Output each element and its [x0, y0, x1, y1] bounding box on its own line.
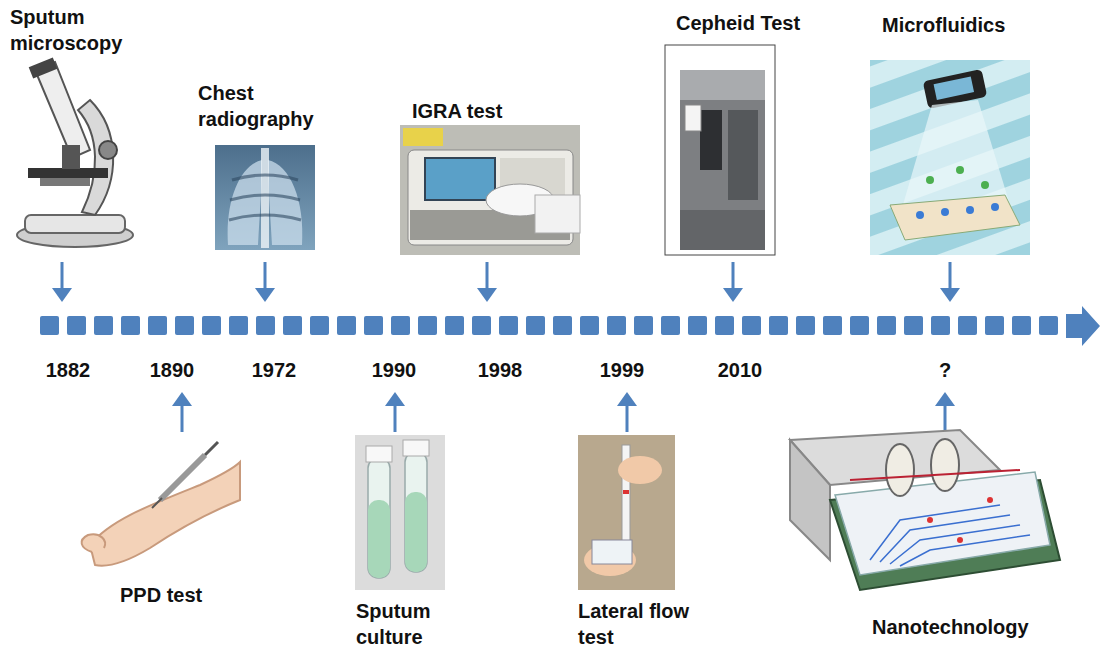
method-label: Cepheid Test — [676, 10, 836, 36]
timeline-square — [742, 316, 761, 335]
timeline-square — [256, 316, 275, 335]
timeline-square — [850, 316, 869, 335]
timeline-square — [418, 316, 437, 335]
year-label: ? — [910, 357, 980, 383]
timeline-square — [364, 316, 383, 335]
method-label: Sputum microscopy — [10, 4, 138, 56]
lateral-flow-picture — [578, 435, 675, 590]
timeline-square — [985, 316, 1004, 335]
timeline-arrowhead — [1066, 306, 1100, 346]
timeline-square — [472, 316, 491, 335]
timeline-square — [607, 316, 626, 335]
timeline-square — [499, 316, 518, 335]
igra-picture — [400, 125, 580, 255]
ppd-picture — [82, 442, 240, 566]
timeline-square — [958, 316, 977, 335]
year-label: 1972 — [239, 357, 309, 383]
timeline-square — [931, 316, 950, 335]
timeline-square — [202, 316, 221, 335]
year-label: 2010 — [705, 357, 775, 383]
timeline-square — [148, 316, 167, 335]
timeline-square — [796, 316, 815, 335]
timeline-square — [1039, 316, 1058, 335]
timeline-square — [283, 316, 302, 335]
nanotech-picture — [790, 430, 1060, 590]
culture-picture — [355, 435, 445, 590]
method-label: Microfluidics — [882, 12, 1042, 38]
timeline-square — [391, 316, 410, 335]
method-label: Lateral flow test — [578, 598, 708, 650]
timeline-square — [877, 316, 896, 335]
timeline-square — [310, 316, 329, 335]
timeline-track — [40, 316, 1058, 335]
timeline-square — [94, 316, 113, 335]
timeline-square — [40, 316, 59, 335]
method-label: Nanotechnology — [872, 614, 1052, 640]
method-label: IGRA test — [412, 98, 562, 124]
year-label: 1990 — [359, 357, 429, 383]
timeline-square — [580, 316, 599, 335]
microfluidics-picture — [870, 60, 1030, 255]
method-label: Chest radiography — [198, 80, 326, 132]
microscope-picture — [17, 58, 133, 247]
timeline-square — [688, 316, 707, 335]
timeline-square — [1012, 316, 1031, 335]
timeline-square — [229, 316, 248, 335]
year-label: 1999 — [587, 357, 657, 383]
timeline-square — [634, 316, 653, 335]
timeline-square — [715, 316, 734, 335]
timeline-square — [823, 316, 842, 335]
timeline-square — [337, 316, 356, 335]
timeline-square — [175, 316, 194, 335]
xray-picture — [215, 145, 315, 250]
timeline-square — [769, 316, 788, 335]
pointer-arrows — [52, 262, 960, 432]
method-label: PPD test — [120, 582, 250, 608]
cepheid-picture — [665, 45, 775, 255]
year-label: 1882 — [33, 357, 103, 383]
method-label: Sputum culture — [356, 598, 468, 650]
timeline-square — [661, 316, 680, 335]
timeline-square — [553, 316, 572, 335]
timeline-square — [121, 316, 140, 335]
timeline-square — [526, 316, 545, 335]
year-label: 1890 — [137, 357, 207, 383]
year-label: 1998 — [465, 357, 535, 383]
timeline-square — [445, 316, 464, 335]
timeline-square — [67, 316, 86, 335]
timeline-square — [904, 316, 923, 335]
